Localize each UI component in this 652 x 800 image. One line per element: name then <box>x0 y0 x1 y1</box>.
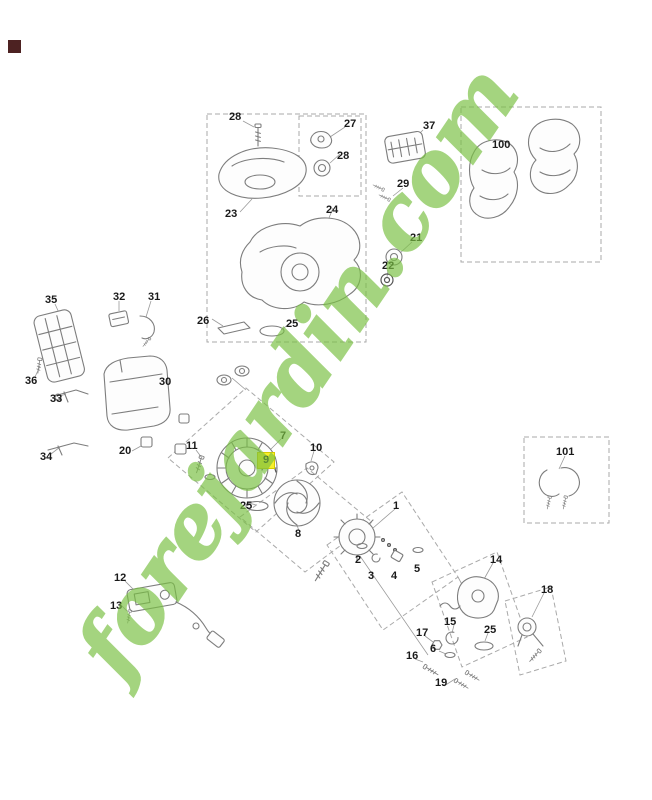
part-label-3[interactable]: 3 <box>368 570 375 582</box>
part-label-25-a[interactable]: 25 <box>286 318 299 330</box>
filter-plate-35 <box>33 309 85 383</box>
bracket-parts-31-32 <box>108 310 155 348</box>
part-label-33[interactable]: 33 <box>50 393 63 405</box>
screw-icon <box>312 559 331 583</box>
part-label-19[interactable]: 19 <box>435 677 448 689</box>
part-label-30[interactable]: 30 <box>159 376 172 388</box>
corner-marker <box>8 40 21 53</box>
part-label-27[interactable]: 27 <box>344 118 357 130</box>
oil-pump-14 <box>439 576 499 651</box>
part-label-25-c[interactable]: 25 <box>484 624 497 636</box>
part-label-2[interactable]: 2 <box>355 554 362 566</box>
part-label-11[interactable]: 11 <box>186 440 198 452</box>
airbox-30 <box>103 355 190 455</box>
part-label-6[interactable]: 6 <box>430 643 437 655</box>
part-label-26[interactable]: 26 <box>197 315 210 327</box>
part-label-20[interactable]: 20 <box>119 445 132 457</box>
part-label-5[interactable]: 5 <box>414 563 421 575</box>
fan-rotor-8 <box>273 479 321 527</box>
part-label-35[interactable]: 35 <box>45 294 58 306</box>
screw-11 <box>193 454 216 481</box>
part-label-37[interactable]: 37 <box>423 120 436 132</box>
part-label-13[interactable]: 13 <box>110 600 123 612</box>
part-label-18[interactable]: 18 <box>541 584 554 596</box>
part-label-1[interactable]: 1 <box>393 500 400 512</box>
part-label-31[interactable]: 31 <box>148 291 161 303</box>
part-label-16[interactable]: 16 <box>406 650 419 662</box>
part-label-7[interactable]: 7 <box>280 430 287 442</box>
part-label-101[interactable]: 101 <box>556 446 575 458</box>
top-cover-part <box>218 147 307 199</box>
part-label-25-b[interactable]: 25 <box>240 500 253 512</box>
leader-lines <box>34 120 566 687</box>
cover-37-part <box>384 130 426 164</box>
clamp-set-101 <box>538 467 580 510</box>
part-label-22[interactable]: 22 <box>382 260 395 272</box>
fastener-cluster <box>422 640 481 691</box>
part-label-34[interactable]: 34 <box>40 451 53 463</box>
part-label-24[interactable]: 24 <box>326 204 339 216</box>
part-label-8[interactable]: 8 <box>295 528 302 540</box>
part-label-10[interactable]: 10 <box>310 442 323 454</box>
part-label-12[interactable]: 12 <box>114 572 127 584</box>
part-label-4[interactable]: 4 <box>391 570 398 582</box>
part-label-28-a[interactable]: 28 <box>229 111 242 123</box>
part-label-100[interactable]: 100 <box>492 139 511 151</box>
clutch-assembly-1 <box>333 513 424 563</box>
handle-housing-100 <box>468 118 581 219</box>
part-label-32[interactable]: 32 <box>113 291 126 303</box>
plug-parts <box>380 248 403 287</box>
gasket-part <box>217 321 285 337</box>
part-label-14[interactable]: 14 <box>490 554 503 566</box>
bearing-rings <box>216 365 250 386</box>
part-label-23[interactable]: 23 <box>225 208 238 220</box>
screws-29 <box>372 183 391 202</box>
part-label-28-b[interactable]: 28 <box>337 150 350 162</box>
part-label-36[interactable]: 36 <box>25 375 38 387</box>
part-label-17[interactable]: 17 <box>416 627 429 639</box>
screw-28-icon <box>254 123 262 147</box>
levers-and-screws <box>35 357 89 456</box>
part-label-21[interactable]: 21 <box>410 232 423 244</box>
fan-housing-part <box>239 217 361 310</box>
flywheel-7 <box>216 437 319 512</box>
part-label-29[interactable]: 29 <box>397 178 410 190</box>
part-label-15[interactable]: 15 <box>444 616 457 628</box>
tensioner-18 <box>517 617 544 664</box>
part-label-9[interactable]: 9 <box>257 452 276 470</box>
grommet-parts <box>310 130 333 177</box>
ignition-module-12 <box>125 582 225 648</box>
